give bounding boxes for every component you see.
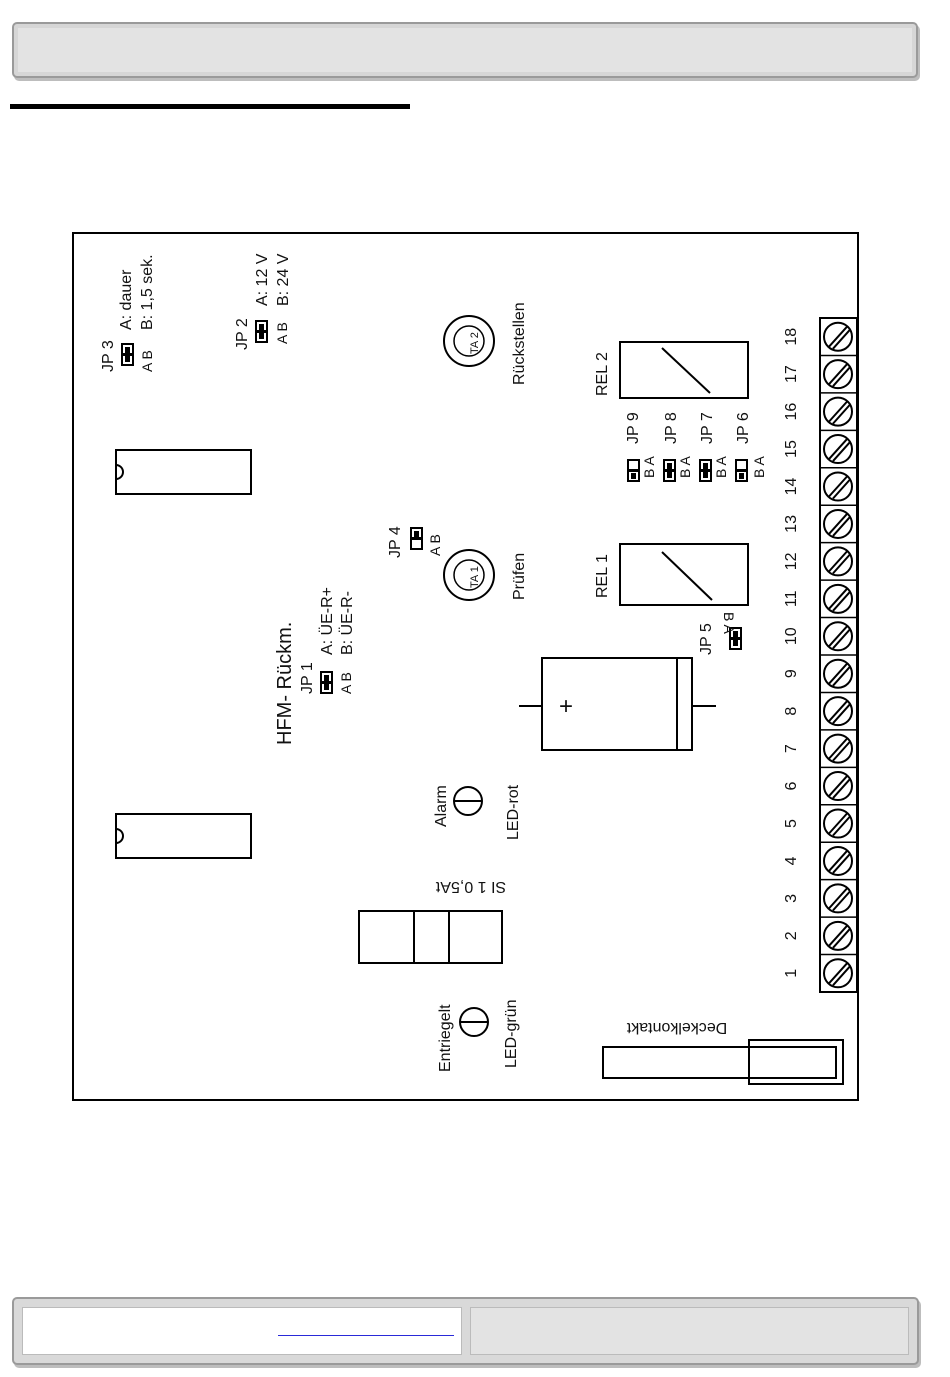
ruckstellen-label: Rückstellen bbox=[511, 302, 528, 385]
jumper-jp7 bbox=[700, 460, 711, 481]
lid-contact bbox=[603, 1040, 843, 1084]
jp3-ab: A B bbox=[139, 350, 155, 372]
jumper-jp8 bbox=[664, 460, 675, 481]
alarm-label: Alarm bbox=[433, 785, 450, 827]
footer-right-panel bbox=[470, 1307, 909, 1355]
jp9-label: JP 9 bbox=[625, 412, 642, 444]
terminal-number: 7 bbox=[783, 744, 800, 753]
fuse-label: SI 1 0,5At bbox=[435, 878, 506, 895]
terminal-number: 1 bbox=[783, 969, 800, 978]
jp3-option-b: B: 1,5 sek. bbox=[139, 254, 156, 330]
terminal-number: 17 bbox=[783, 365, 800, 383]
fuse-holder bbox=[359, 911, 502, 963]
jp5-label: JP 5 bbox=[698, 623, 715, 655]
ta2-label: TA 2 bbox=[469, 332, 481, 354]
terminal-number: 14 bbox=[783, 478, 800, 496]
electrolytic-capacitor bbox=[519, 658, 716, 750]
relay-rel1 bbox=[620, 544, 748, 605]
jp2-option-a: A: 12 V bbox=[254, 253, 271, 306]
jp2-option-b: B: 24 V bbox=[275, 253, 292, 306]
terminal-number: 3 bbox=[783, 894, 800, 903]
jumper-jp1 bbox=[321, 672, 332, 693]
jp1-label: JP 1 bbox=[299, 662, 316, 694]
terminal-number: 16 bbox=[783, 403, 800, 421]
footer-link[interactable] bbox=[278, 1335, 454, 1336]
deckelkontakt-label: Deckelkontakt bbox=[626, 1019, 727, 1036]
jp7-label: JP 7 bbox=[699, 412, 716, 444]
terminal-number: 2 bbox=[783, 931, 800, 940]
terminal-number: 15 bbox=[783, 440, 800, 458]
terminal-number: 4 bbox=[783, 856, 800, 865]
jp1-option-b: B: ÜE-R- bbox=[338, 591, 356, 655]
capacitor-plus: + bbox=[559, 693, 573, 720]
ta1-label: TA 1 bbox=[469, 566, 481, 588]
footer-bar bbox=[12, 1297, 919, 1365]
jp2-ab: A B bbox=[274, 322, 290, 344]
jp1-ab: A B bbox=[338, 672, 354, 694]
ic-chip-upper bbox=[116, 450, 251, 494]
entriegelt-label: Entriegelt bbox=[437, 1004, 454, 1072]
terminal-number: 10 bbox=[783, 627, 800, 645]
jp5-ba: B A bbox=[721, 612, 737, 634]
jp3-option-a: A: dauer bbox=[118, 269, 135, 330]
terminal-number: 18 bbox=[783, 328, 800, 346]
jumper-jp2 bbox=[256, 321, 267, 342]
jp8-ba: B A bbox=[677, 456, 693, 478]
footer-left-panel bbox=[22, 1307, 462, 1355]
jumper-jp9 bbox=[628, 460, 639, 481]
rel1-label: REL 1 bbox=[594, 554, 611, 598]
jp8-label: JP 8 bbox=[663, 412, 680, 444]
jp2-label: JP 2 bbox=[234, 318, 251, 350]
led-red bbox=[454, 787, 482, 815]
jp4-label: JP 4 bbox=[387, 526, 404, 558]
terminal-number: 11 bbox=[783, 590, 800, 607]
terminal-number: 5 bbox=[783, 819, 800, 828]
jumper-jp6 bbox=[736, 460, 747, 481]
led-green bbox=[460, 1008, 488, 1036]
jp3-label: JP 3 bbox=[100, 340, 117, 372]
led-rot-label: LED-rot bbox=[505, 784, 522, 840]
relay-rel2 bbox=[620, 342, 748, 398]
rel2-label: REL 2 bbox=[594, 352, 611, 396]
terminal-number: 9 bbox=[783, 669, 800, 678]
jp6-label: JP 6 bbox=[735, 412, 752, 444]
led-grun-label: LED-grün bbox=[503, 1000, 520, 1068]
prufen-label: Prüfen bbox=[511, 553, 528, 600]
jp6-ba: B A bbox=[751, 456, 767, 478]
jp7-ba: B A bbox=[713, 456, 729, 478]
jp4-ab: A B bbox=[427, 534, 443, 556]
ic-chip-lower bbox=[116, 814, 251, 858]
hfm-label: HFM- Rückm. bbox=[274, 622, 296, 745]
terminal-number: 12 bbox=[783, 552, 800, 570]
jp1-option-a: A: ÜE-R+ bbox=[318, 587, 336, 655]
jumper-jp3 bbox=[122, 344, 133, 365]
terminal-number: 13 bbox=[783, 515, 800, 533]
jp9-ba: B A bbox=[641, 456, 657, 478]
jumper-jp4 bbox=[411, 528, 422, 549]
terminal-number: 8 bbox=[783, 707, 800, 716]
terminal-number: 6 bbox=[783, 782, 800, 791]
